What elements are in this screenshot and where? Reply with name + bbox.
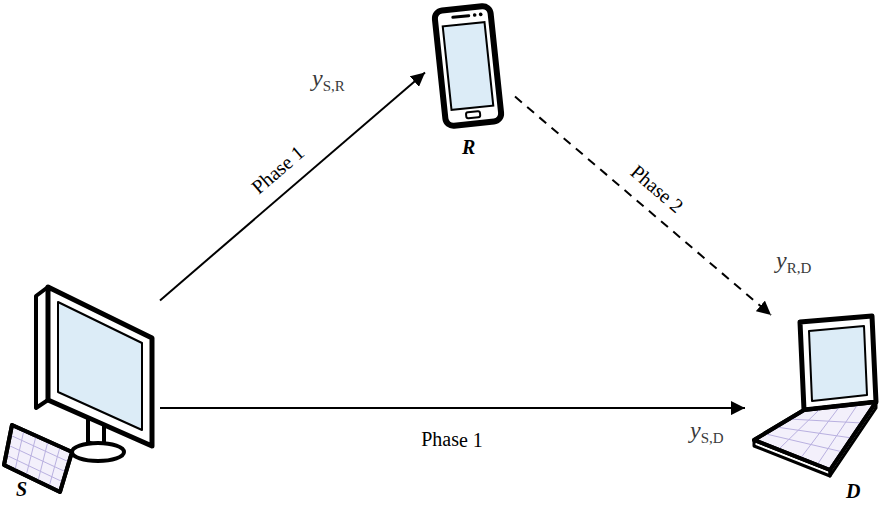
phone-icon: [434, 5, 502, 126]
laptop-node: D: [745, 315, 875, 505]
phone-icon-part: [443, 22, 494, 110]
signal-label: yS,D: [690, 416, 724, 447]
signal-symbol: y: [776, 247, 787, 273]
signal-subscript: S,R: [323, 78, 345, 94]
desktop-computer-icon-part: [58, 302, 142, 430]
desktop-computer-icon-part-part: [49, 447, 60, 487]
phone-icon-part: [479, 12, 483, 16]
desktop-computer-icon-part-part: [38, 441, 48, 481]
desktop-computer-icon-part: [4, 425, 72, 492]
device-letter: R: [462, 136, 475, 159]
desktop-computer-icon-part: [72, 443, 124, 461]
desktop-computer-icon-part-part: [15, 430, 24, 470]
signal-label: yS,R: [312, 64, 345, 95]
solid-arrow: [160, 72, 425, 300]
laptop-icon-part-part: [789, 419, 862, 423]
dashed-arrow: [515, 97, 771, 315]
laptop-icon-part-part: [800, 406, 840, 459]
signal-symbol: y: [312, 65, 323, 91]
desktop-computer-icon-part: [4, 425, 72, 492]
phase-label: Phase 1: [247, 141, 309, 199]
phase-label: Phase 2: [626, 160, 688, 218]
laptop-icon-part: [800, 316, 876, 410]
desktop-computer-icon: [4, 287, 152, 492]
signal-subscript: S,D: [701, 430, 724, 446]
computer-node: S: [10, 285, 160, 505]
device-letter: S: [16, 478, 27, 501]
laptop-icon-part: [809, 326, 867, 401]
signal-label: yR,D: [776, 246, 811, 277]
phone-icon-part: [434, 5, 502, 126]
desktop-computer-icon-part-part: [26, 436, 36, 476]
laptop-icon-part: [754, 402, 876, 470]
phone-icon-part: [453, 16, 469, 18]
phone-icon-part: [473, 13, 477, 17]
laptop-icon-part: [766, 404, 862, 465]
laptop-icon: [754, 316, 876, 476]
solid-arrow: [160, 407, 745, 409]
device-letter: D: [846, 480, 860, 503]
phone-icon-part: [466, 111, 481, 118]
laptop-icon-part: [754, 402, 876, 470]
phone-node: R: [425, 0, 515, 161]
signal-subscript: R,D: [787, 260, 812, 276]
phase-label: Phase 1: [422, 429, 484, 452]
laptop-icon-part-part: [776, 427, 852, 438]
signal-symbol: y: [690, 417, 701, 443]
